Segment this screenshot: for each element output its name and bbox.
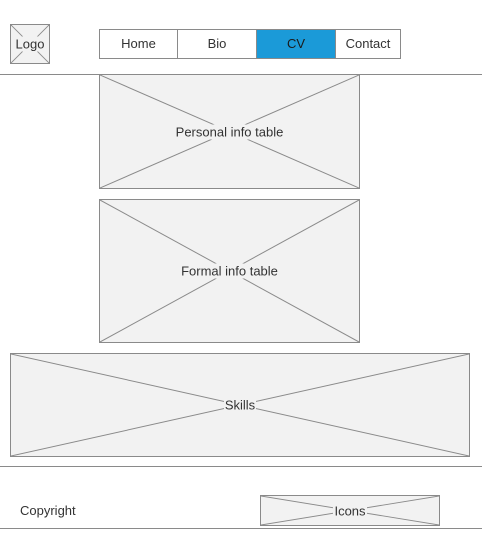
icons-placeholder-cross-icon [261, 496, 439, 525]
skills-section: Skills [10, 353, 470, 457]
logo-placeholder-cross-icon [11, 25, 49, 63]
nav-item-bio[interactable]: Bio [178, 30, 257, 58]
personal-info-placeholder-cross-icon [100, 75, 359, 188]
formal-info-placeholder-cross-icon [100, 200, 359, 342]
footer-bottom-divider [0, 528, 482, 529]
logo[interactable]: Logo [10, 24, 50, 64]
personal-info-table: Personal info table [99, 74, 360, 189]
skills-placeholder-cross-icon [11, 354, 469, 456]
footer-top-divider [0, 466, 482, 467]
nav-item-home[interactable]: Home [100, 30, 178, 58]
nav-item-cv[interactable]: CV [257, 30, 336, 58]
social-icons[interactable]: Icons [260, 495, 440, 526]
formal-info-table: Formal info table [99, 199, 360, 343]
nav-item-contact[interactable]: Contact [345, 36, 391, 51]
copyright-text: Copyright [20, 503, 76, 518]
main-nav: Home Bio CV Contact [99, 29, 401, 59]
